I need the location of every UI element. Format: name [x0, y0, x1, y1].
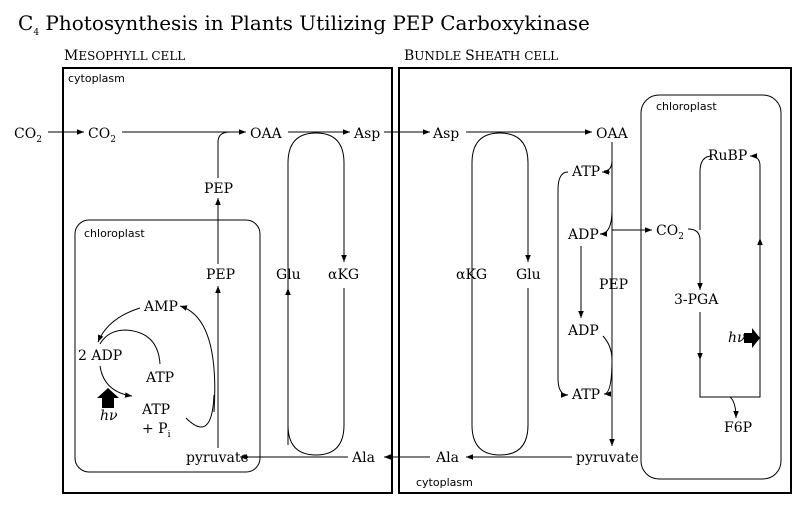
- mesophyll-chloroplast-label: chloroplast: [84, 227, 145, 240]
- rubp-label: RuBP: [708, 148, 747, 164]
- atp-top-label: ATP: [571, 164, 600, 180]
- arrow-pep-to-oaa: [217, 131, 231, 178]
- co2-mesophyll-label: CO2: [88, 126, 116, 145]
- arrow-2adp-to-atp: [99, 365, 133, 398]
- adp-mid-label: ADP: [567, 227, 599, 243]
- arrow-rubp-to-co2-fixation: [699, 155, 713, 173]
- light-hv-mesophyll-label: hν: [100, 408, 118, 424]
- mesophyll-cell-header: MESOPHYLL CELL: [64, 48, 185, 64]
- ala-mesophyll-label: Ala: [351, 450, 375, 466]
- co2-outside-label: CO2: [14, 126, 42, 145]
- light-arrow-mesophyll-icon: [97, 388, 119, 408]
- amp-label: AMP: [143, 299, 178, 315]
- atp-label-b: ATP: [141, 402, 170, 418]
- arrow-co2-to-3pga: [687, 228, 703, 290]
- arrow-adp-release: [599, 209, 613, 237]
- mesophyll-cell-box: [62, 67, 393, 494]
- pyruvate-bundle-sheath-label: pyruvate: [576, 450, 639, 466]
- pep-bundle-sheath-label: PEP: [599, 277, 628, 293]
- glu-bundle-sheath-label: Glu: [516, 267, 541, 283]
- asp-bundle-sheath-label: Asp: [432, 126, 459, 142]
- arrow-to-f6p: [729, 396, 739, 419]
- mesophyll-chloroplast: [74, 219, 261, 473]
- light-arrow-calvin-icon: [744, 328, 760, 348]
- bundle-sheath-cell-header: BUNDLE SHEATH CELL: [404, 48, 558, 64]
- atp-join-top: [603, 159, 613, 172]
- loop-glu-akg-mesophyll-bottom: [285, 288, 345, 456]
- bundle-sheath-cytoplasm-label: cytoplasm: [416, 476, 473, 489]
- two-adp-label: 2 ADP: [78, 348, 122, 364]
- arrow-amp-to-2adp: [97, 307, 141, 343]
- loop-akg-glu-bundle-top: [471, 132, 531, 288]
- adp-low-label: ADP: [567, 323, 599, 339]
- diagram-title: C4 Photosynthesis in Plants Utilizing PE…: [18, 11, 590, 38]
- arrow-to-rubp: [749, 153, 761, 238]
- bundle-sheath-chloroplast: [640, 94, 782, 480]
- loop-glu-akg-mesophyll-top: [287, 132, 347, 445]
- arrow-atp-pi-curve: [185, 394, 215, 428]
- atp-bottom-label: ATP: [571, 387, 600, 403]
- oaa-bundle-sheath-label: OAA: [596, 126, 629, 142]
- ala-bundle-sheath-label: Ala: [435, 450, 459, 466]
- bundle-sheath-cell-box: [398, 67, 792, 494]
- 3pga-label: 3-PGA: [674, 292, 719, 308]
- pep-chloroplast-label: PEP: [206, 267, 235, 283]
- pep-cytoplasm-label: PEP: [204, 181, 233, 197]
- f6p-label: F6P: [724, 420, 752, 436]
- light-hv-calvin-label: hν: [728, 330, 746, 346]
- loop-atp-adp-left: [557, 171, 569, 398]
- atp-label-a: ATP: [145, 370, 174, 386]
- akg-mesophyll-label: αKG: [328, 267, 359, 283]
- bundle-sheath-chloroplast-label: chloroplast: [656, 100, 717, 113]
- phosphate-label: + Pi: [142, 421, 171, 440]
- loop-calvin-regeneration: [699, 238, 763, 398]
- oaa-mesophyll-label: OAA: [250, 126, 283, 142]
- arrow-pyruvate-to-amp: [179, 305, 216, 413]
- arrow-adp-to-atp: [602, 335, 613, 397]
- loop-akg-glu-bundle-bottom: [471, 288, 529, 456]
- asp-mesophyll-label: Asp: [353, 126, 380, 142]
- mesophyll-cytoplasm-label: cytoplasm: [68, 72, 125, 85]
- co2-chloroplast-label: CO2: [656, 223, 684, 242]
- pyruvate-mesophyll-label: pyruvate: [186, 450, 249, 466]
- arrow-atp-to-adp: [99, 329, 161, 365]
